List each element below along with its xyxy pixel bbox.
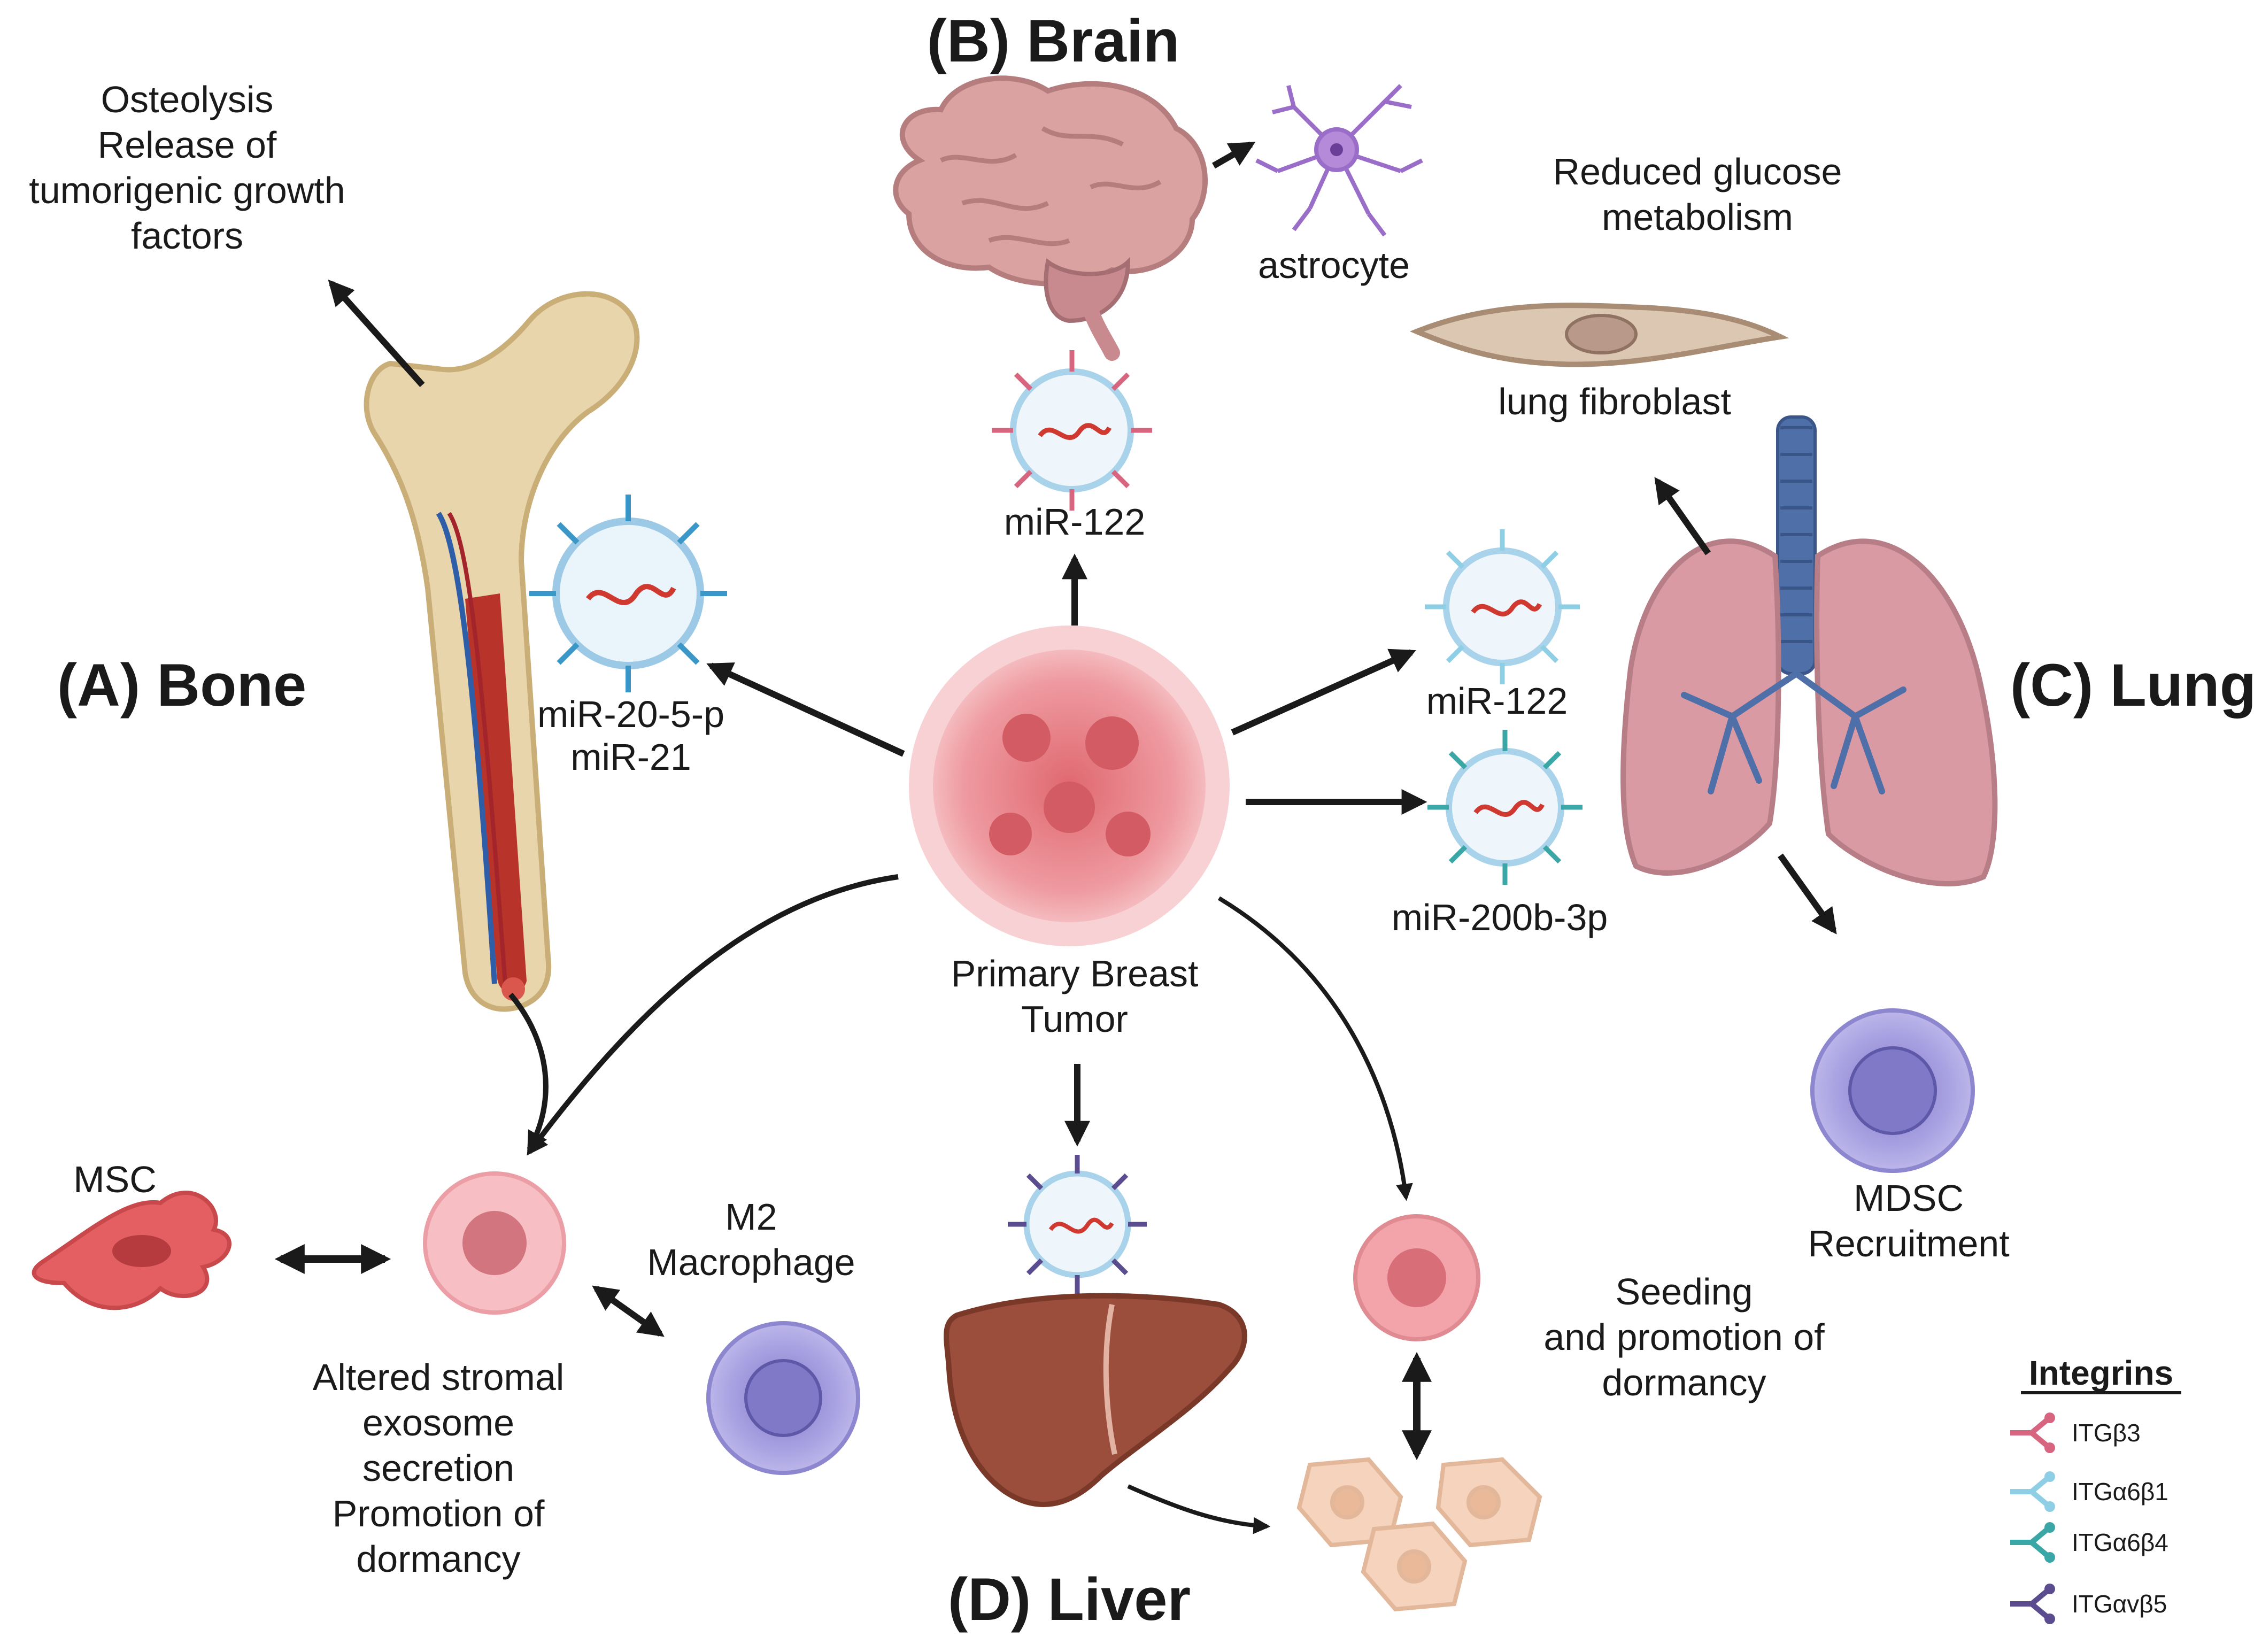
stromal-line-3: secretion xyxy=(362,1447,514,1489)
mdsc-label-line-2: Recruitment xyxy=(1808,1223,2009,1264)
bone-effect-line-4: factors xyxy=(131,215,243,257)
integrin-legend: Integrins ITGβ3 ITGα6β1 ITGα6β4 ITGαvβ5 xyxy=(2010,1354,2181,1624)
mirna-bone-line-2: miR-21 xyxy=(570,736,691,778)
astrocyte-cell-illustration xyxy=(1255,84,1423,237)
astrocyte-label: astrocyte xyxy=(1258,244,1410,286)
seeding-line-3: dormancy xyxy=(1602,1362,1766,1403)
mdsc-cell-illustration xyxy=(1810,1008,1975,1173)
seeded-tumor-cell-illustration xyxy=(1353,1214,1480,1341)
exosome-bone-illustration xyxy=(529,495,727,692)
mirna-lung-top-label: miR-122 xyxy=(1426,680,1568,722)
lung-effect-line-2: metabolism xyxy=(1602,196,1793,238)
mirna-lung-bottom-label: miR-200b-3p xyxy=(1392,897,1608,938)
exosome-lung-bottom-illustration xyxy=(1427,730,1583,885)
macrophage-label-line-2: Macrophage xyxy=(647,1241,855,1283)
legend-item-itgavb5: ITGαvβ5 xyxy=(2010,1584,2167,1624)
mirna-brain-label: miR-122 xyxy=(1004,501,1146,543)
legend-title: Integrins xyxy=(2029,1354,2173,1392)
legend-item-itgb3: ITGβ3 xyxy=(2010,1412,2141,1453)
stromal-line-1: Altered stromal xyxy=(313,1356,565,1398)
stromal-line-4: Promotion of xyxy=(333,1493,545,1534)
seeding-line-2: and promotion of xyxy=(1543,1316,1825,1358)
lung-fibroblast-label: lung fibroblast xyxy=(1498,381,1731,422)
legend-label-itga6b1: ITGα6β1 xyxy=(2072,1478,2168,1506)
brain-illustration xyxy=(893,75,1208,361)
primary-tumor-illustration xyxy=(909,626,1230,946)
lung-effect-line-1: Reduced glucose xyxy=(1553,151,1842,192)
legend-label-itga6b4: ITGα6β4 xyxy=(2072,1529,2168,1556)
region-label-bone: (A) Bone xyxy=(57,652,307,719)
region-label-liver: (D) Liver xyxy=(948,1566,1191,1633)
lungs-illustration xyxy=(1620,415,1998,886)
stromal-line-2: exosome xyxy=(362,1402,514,1443)
macrophage-label-line-1: M2 xyxy=(725,1196,777,1238)
seeding-line-1: Seeding xyxy=(1616,1271,1753,1313)
mirna-bone-line-1: miR-20-5-p xyxy=(537,693,724,735)
region-label-brain: (B) Brain xyxy=(927,7,1180,74)
lung-fibroblast-illustration xyxy=(1409,303,1789,367)
tumor-label-line-2: Tumor xyxy=(1021,998,1128,1040)
exosome-liver-illustration xyxy=(1008,1155,1147,1294)
liver-illustration xyxy=(944,1293,1247,1507)
legend-label-itgb3: ITGβ3 xyxy=(2072,1419,2141,1447)
bone-effect-line-1: Osteolysis xyxy=(101,79,274,120)
bone-effect-line-2: Release of xyxy=(98,124,277,166)
tumor-label-line-1: Primary Breast xyxy=(951,953,1199,994)
exosome-lung-top-illustration xyxy=(1425,529,1580,684)
hepatocyte-cluster-illustration xyxy=(1296,1457,1542,1612)
femur-bone-illustration xyxy=(364,291,640,1012)
m2-macrophage-illustration xyxy=(706,1321,860,1475)
region-label-lung: (C) Lung xyxy=(2010,652,2254,719)
bone-effect-line-3: tumorigenic growth xyxy=(29,169,345,211)
legend-item-itga6b4: ITGα6β4 xyxy=(2010,1522,2168,1563)
mdsc-label-line-1: MDSC xyxy=(1854,1177,1964,1219)
msc-cell-illustration xyxy=(32,1191,231,1310)
stromal-tumor-cell-illustration xyxy=(423,1171,566,1315)
legend-label-itgavb5: ITGαvβ5 xyxy=(2072,1590,2167,1618)
exosome-brain-illustration xyxy=(992,350,1152,511)
msc-label: MSC xyxy=(73,1159,157,1200)
stromal-line-5: dormancy xyxy=(356,1538,520,1580)
legend-item-itga6b1: ITGα6β1 xyxy=(2010,1471,2168,1512)
